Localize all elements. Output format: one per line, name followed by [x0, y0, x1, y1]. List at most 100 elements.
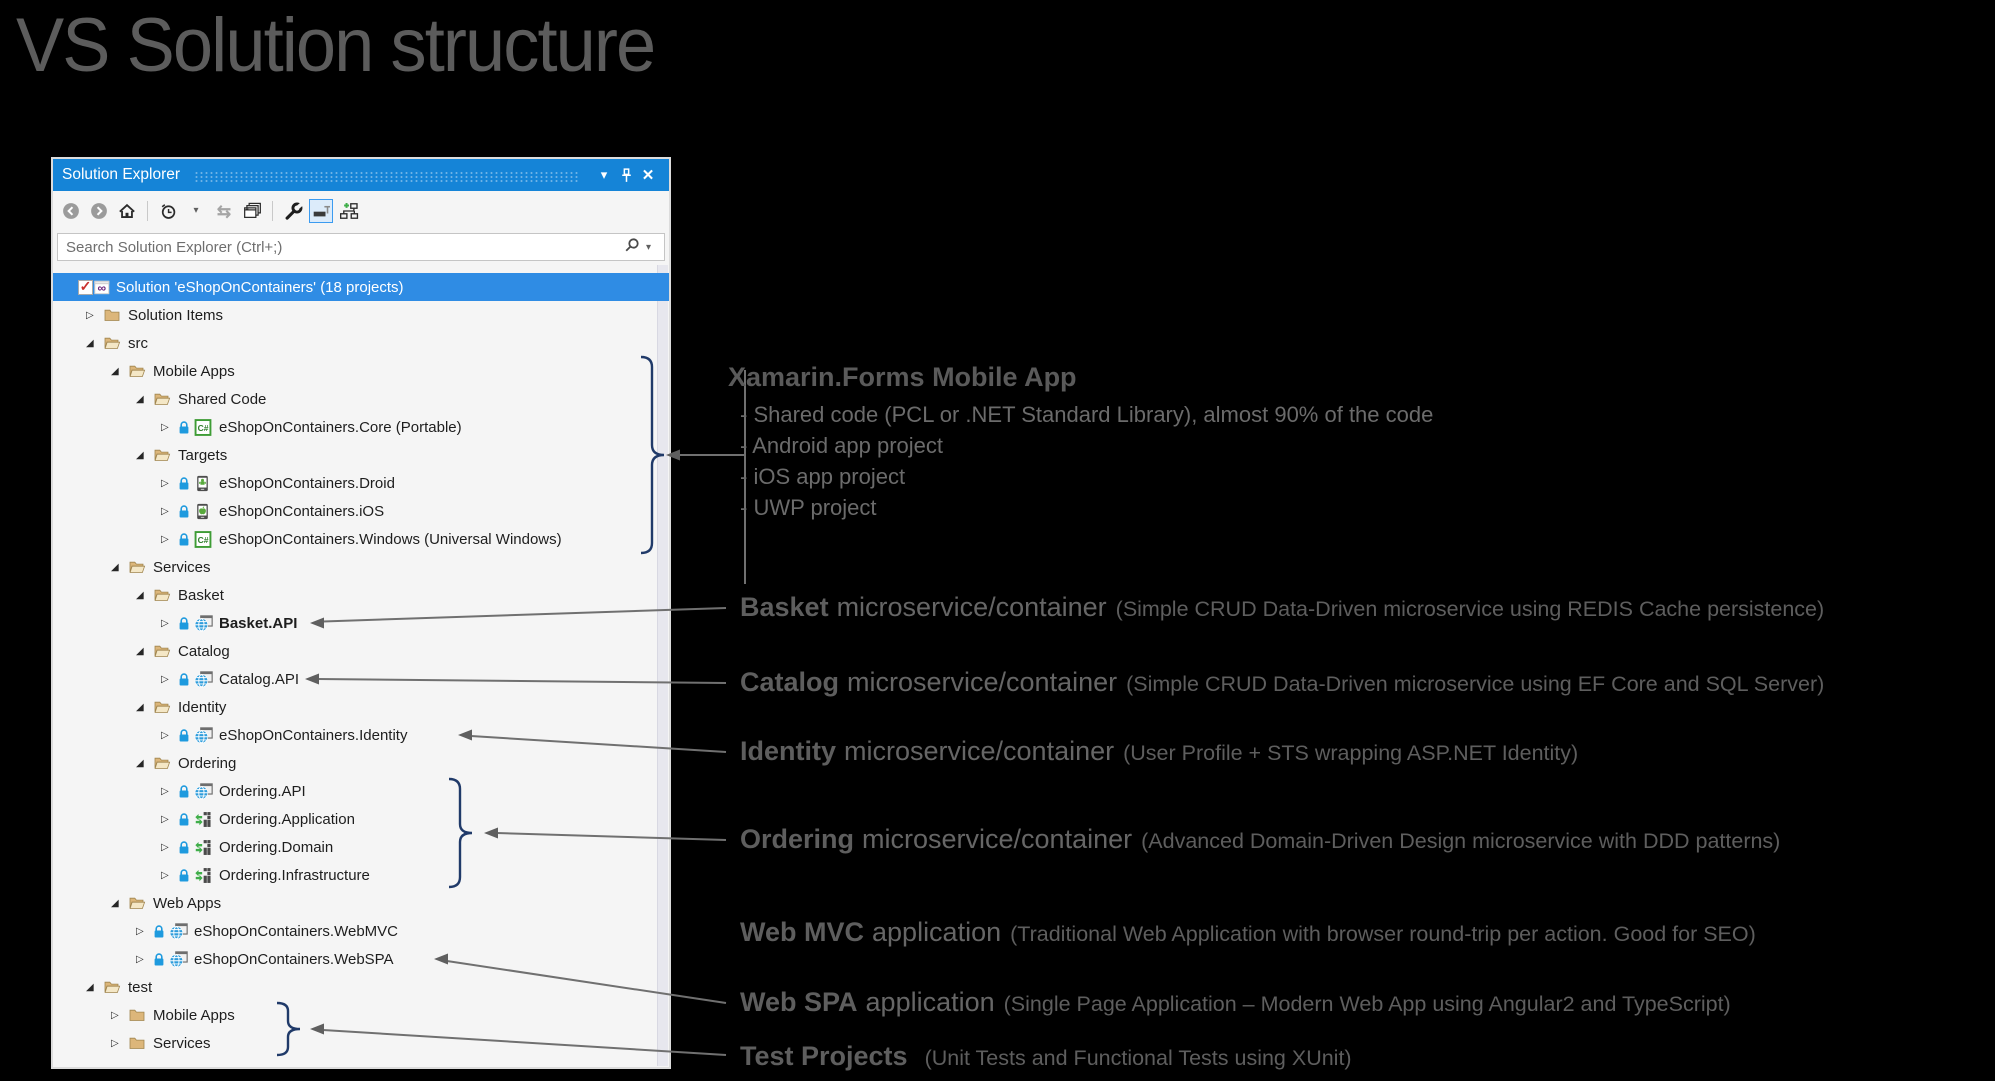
expander-closed-icon[interactable]: ▷ [161, 813, 169, 825]
expander-open-icon[interactable]: ◢ [86, 981, 94, 993]
tree-item-eshoponcontainers-identity[interactable]: ▷eShopOnContainers.Identity [53, 721, 669, 749]
expander-open-icon[interactable]: ◢ [86, 337, 94, 349]
expander-closed-icon[interactable]: ▷ [161, 421, 169, 433]
expander-open-icon[interactable]: ◢ [136, 449, 144, 461]
tree-item-label: src [128, 334, 148, 352]
tree-item-identity[interactable]: ◢Identity [53, 693, 669, 721]
expander-closed-icon[interactable]: ▷ [161, 841, 169, 853]
svg-text:C#: C# [198, 423, 209, 433]
expander-closed-icon[interactable]: ▷ [111, 1009, 119, 1021]
folder-closed-icon [128, 1035, 147, 1051]
expander-open-icon[interactable]: ◢ [136, 645, 144, 657]
navigate-back-icon[interactable] [59, 199, 83, 223]
tree-item-solution-items[interactable]: ▷Solution Items [53, 301, 669, 329]
panel-titlebar[interactable]: Solution Explorer ▾ ✕ [53, 159, 669, 191]
tree-item-eshoponcontainers-core-portable[interactable]: ▷C#eShopOnContainers.Core (Portable) [53, 413, 669, 441]
tree-item-test[interactable]: ◢test [53, 973, 669, 1001]
expander-closed-icon[interactable]: ▷ [161, 673, 169, 685]
annotation-normal-text: application [865, 987, 995, 1017]
expander-closed-icon[interactable]: ▷ [161, 785, 169, 797]
tree-item-ordering-infrastructure[interactable]: ▷Ordering.Infrastructure [53, 861, 669, 889]
scrollbar-track[interactable] [657, 265, 668, 1066]
tree-item-label: Targets [178, 446, 228, 464]
expander-closed-icon[interactable]: ▷ [136, 953, 144, 965]
solution-tree: ✓∞Solution 'eShopOnContainers' (18 proje… [53, 265, 669, 1067]
expander-open-icon[interactable]: ◢ [111, 365, 119, 377]
library-icon [194, 839, 213, 856]
lock-icon [178, 420, 191, 435]
tree-item-basket-api[interactable]: ▷Basket.API [53, 609, 669, 637]
expander-closed-icon[interactable]: ▷ [161, 869, 169, 881]
tree-item-services[interactable]: ▷ Services [53, 1029, 669, 1057]
navigate-forward-icon[interactable] [87, 199, 111, 223]
expander-open-icon[interactable]: ◢ [136, 589, 144, 601]
tree-item-eshoponcontainers-webmvc[interactable]: ▷eShopOnContainers.WebMVC [53, 917, 669, 945]
tree-item-eshoponcontainers-droid[interactable]: ▷eShopOnContainers.Droid [53, 469, 669, 497]
annotation-strong-text: Ordering [740, 824, 855, 854]
class-diagram-icon[interactable] [337, 199, 361, 223]
tree-item-mobile-apps[interactable]: ◢Mobile Apps [53, 357, 669, 385]
tree-item-ordering-domain[interactable]: ▷Ordering.Domain [53, 833, 669, 861]
expander-closed-icon[interactable]: ▷ [161, 729, 169, 741]
expander-open-icon[interactable]: ◢ [111, 897, 119, 909]
annotation-paren-text: (Simple CRUD Data-Driven microservice us… [1126, 672, 1825, 696]
expander-open-icon[interactable]: ◢ [136, 701, 144, 713]
tree-item-label: Web Apps [153, 894, 222, 912]
annotation-bullet: - Shared code (PCL or .NET Standard Libr… [740, 402, 1434, 427]
annotation-paren-text: (User Profile + STS wrapping ASP.NET Ide… [1123, 741, 1579, 765]
folder-closed-icon [103, 307, 122, 323]
folder-open-icon [153, 699, 172, 715]
folder-open-icon [153, 391, 172, 407]
search-input[interactable] [58, 238, 616, 256]
solution-checkbox[interactable]: ✓ [78, 277, 93, 295]
search-box[interactable]: ▾ [57, 233, 665, 261]
tree-item-ordering-application[interactable]: ▷Ordering.Application [53, 805, 669, 833]
pin-icon[interactable] [615, 164, 637, 186]
tree-item-src[interactable]: ◢ src [53, 329, 669, 357]
tree-item-shared-code[interactable]: ◢Shared Code [53, 385, 669, 413]
tree-item-eshoponcontainers-ios[interactable]: ▷eShopOnContainers.iOS [53, 497, 669, 525]
expander-closed-icon[interactable]: ▷ [136, 925, 144, 937]
home-icon[interactable] [115, 199, 139, 223]
solution-explorer-panel: Solution Explorer ▾ ✕ ▾⇆ ▾ ✓∞Solution [51, 157, 671, 1069]
tree-item-mobile-apps[interactable]: ▷Mobile Apps [53, 1001, 669, 1029]
properties-wrench-icon[interactable] [281, 199, 305, 223]
search-options-caret-icon[interactable]: ▾ [646, 241, 652, 253]
tree-item-services[interactable]: ◢Services [53, 553, 669, 581]
tree-item-eshoponcontainers-webspa[interactable]: ▷eShopOnContainers.WebSPA [53, 945, 669, 973]
close-icon[interactable]: ✕ [641, 167, 655, 184]
collapse-all-icon[interactable] [309, 199, 333, 223]
refresh-icon[interactable]: ⇆ [216, 201, 232, 221]
annotation-strong-text: Web MVC [740, 917, 865, 947]
expander-open-icon[interactable]: ◢ [136, 393, 144, 405]
expander-closed-icon[interactable]: ▷ [161, 505, 169, 517]
expander-open-icon[interactable]: ◢ [136, 757, 144, 769]
tree-item-ordering-api[interactable]: ▷Ordering.API [53, 777, 669, 805]
search-icon[interactable] [624, 237, 640, 258]
history-clock-icon[interactable] [156, 199, 180, 223]
tree-item-targets[interactable]: ◢ Targets [53, 441, 669, 469]
expander-closed-icon[interactable]: ▷ [161, 533, 169, 545]
expander-closed-icon[interactable]: ▷ [161, 477, 169, 489]
expander-closed-icon[interactable]: ▷ [86, 309, 94, 321]
preview-window-icon[interactable] [240, 199, 264, 223]
panel-title: Solution Explorer [62, 166, 181, 183]
expander-closed-icon[interactable]: ▷ [111, 1037, 119, 1049]
tree-item-label: Services [153, 1034, 211, 1052]
tree-item-catalog[interactable]: ◢Catalog [53, 637, 669, 665]
annotation-strong-text: Test Projects [740, 1041, 908, 1071]
tree-item-web-apps[interactable]: ◢ Web Apps [53, 889, 669, 917]
tree-item-catalog-api[interactable]: ▷Catalog.API [53, 665, 669, 693]
window-position-caret-icon[interactable]: ▾ [600, 167, 608, 182]
lock-icon [178, 616, 191, 631]
tree-item-eshoponcontainers-windows-universal-windows[interactable]: ▷C#eShopOnContainers.Windows (Universal … [53, 525, 669, 553]
tree-item-basket[interactable]: ◢Basket [53, 581, 669, 609]
tree-item-ordering[interactable]: ◢Ordering [53, 749, 669, 777]
expander-open-icon[interactable]: ◢ [111, 561, 119, 573]
search-row: ▾ [53, 231, 669, 265]
expander-closed-icon[interactable]: ▷ [161, 617, 169, 629]
tree-item-solution-eshoponcontainers-18-projects[interactable]: ✓∞Solution 'eShopOnContainers' (18 proje… [53, 273, 669, 301]
dropdown-caret-icon[interactable]: ▾ [193, 205, 199, 216]
annotation-identity: Identity microservice/container (User Pr… [740, 736, 1578, 768]
